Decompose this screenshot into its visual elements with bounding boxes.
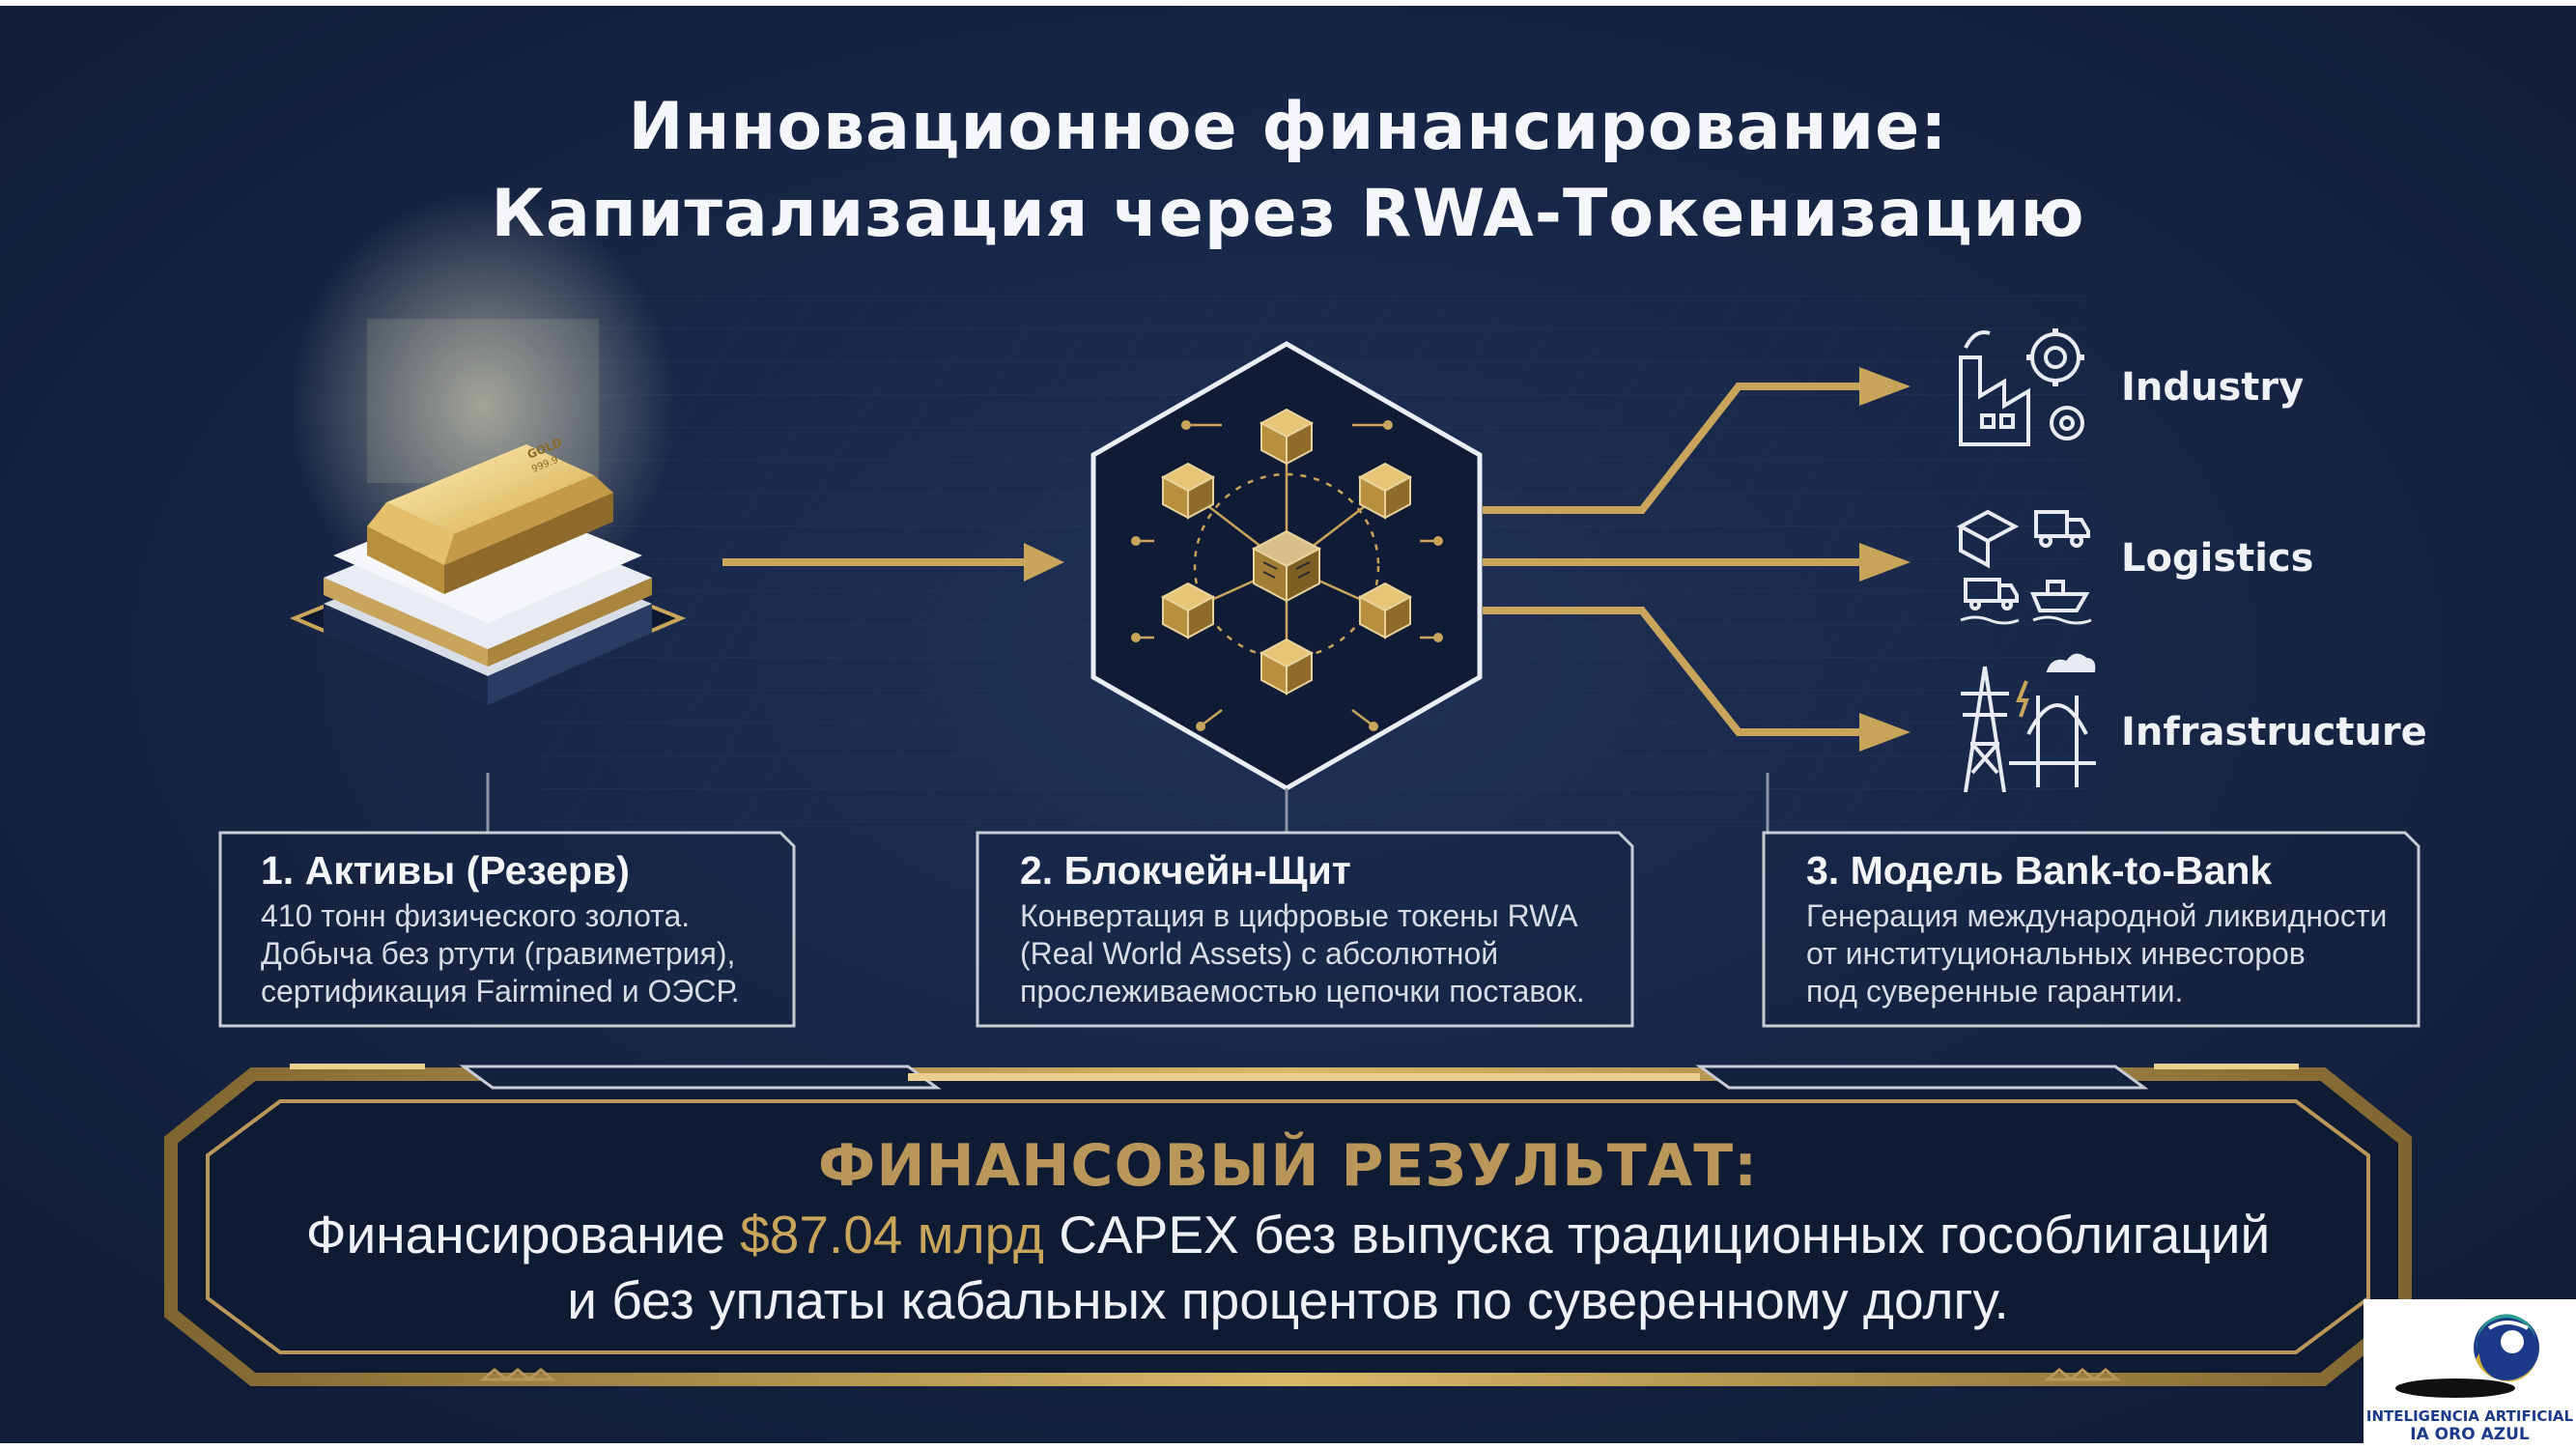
step-3-line-3: под суверенные гарантии. [1806, 974, 2184, 1009]
step-1-line-3: сертификация Fairmined и ОЭСР. [261, 974, 740, 1009]
title-line-1: Инновационное финансирование: [628, 89, 1948, 165]
step-2-line-2: (Real World Assets) с абсолютной [1020, 936, 1499, 971]
blockchain-network-icon [1090, 341, 1483, 791]
gold-bar-pedestal-icon: GOLD 999.9 [289, 193, 687, 705]
logistics-truck-ship-icon [1956, 509, 2092, 625]
branch-arrowheads [1859, 367, 1911, 752]
sector-label-industry: Industry [2121, 365, 2305, 410]
logo-text-line-2: IA ORO AZUL [2410, 1425, 2530, 1444]
branch-arrows [1483, 383, 1864, 736]
result-line-1-end: CAPEX без выпуска традиционных гособлига… [1043, 1205, 2271, 1264]
result-frame [164, 1064, 2412, 1386]
result-line-1: Финансирование $87.04 млрд CAPEX без вып… [0, 1204, 2576, 1265]
sector-label-logistics: Logistics [2121, 536, 2314, 581]
step-1-line-2: Добыча без ртути (гравиметрия), [261, 936, 736, 971]
result-amount: $87.04 млрд [740, 1205, 1044, 1264]
arrow-to-blockchain [722, 543, 1064, 582]
step-1-heading: 1. Активы (Резерв) [261, 848, 630, 893]
title-line-2: Капитализация через RWA-Токенизацию [491, 176, 2085, 252]
step-2-heading: 2. Блокчейн-Щит [1020, 848, 1351, 893]
sector-label-infrastructure: Infrastructure [2121, 710, 2427, 754]
step-3-line-2: от институциональных инвесторов [1806, 936, 2306, 971]
result-line-2: и без уплаты кабальных процентов по суве… [567, 1270, 2009, 1330]
result-heading: ФИНАНСОВЫЙ РЕЗУЛЬТАТ: [817, 1132, 1759, 1200]
step-2-line-1: Конвертация в цифровые токены RWA [1020, 898, 1578, 933]
step-1-line-1: 410 тонн физического золота. [261, 898, 691, 933]
ia-oro-azul-logo: INTELIGENCIA ARTIFICIAL IA ORO AZUL [2364, 1299, 2576, 1449]
step-3-line-1: Генерация международной ликвидности [1806, 898, 2388, 933]
step-card-frames [218, 773, 2420, 1028]
logo-text-line-1: INTELIGENCIA ARTIFICIAL [2365, 1407, 2574, 1425]
result-line-1-start: Финансирование [305, 1205, 741, 1264]
step-2-line-3: прослеживаемостью цепочки поставок. [1020, 974, 1585, 1009]
step-3-heading: 3. Модель Bank-to-Bank [1806, 848, 2273, 893]
factory-gear-icon [1959, 328, 2084, 446]
power-tower-bridge-icon [1961, 653, 2096, 793]
logo-mark-icon [2395, 1314, 2539, 1398]
